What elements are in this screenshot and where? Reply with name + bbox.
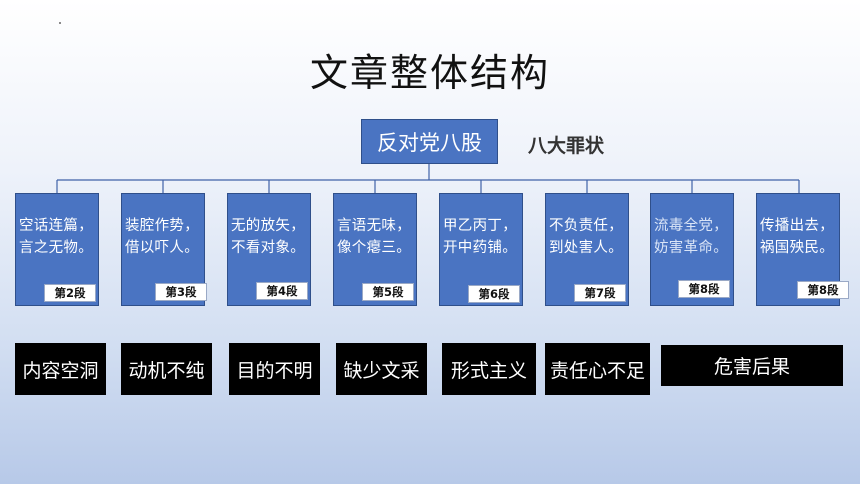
charge-text-line1: 流毒全党， <box>654 218 728 234</box>
charge-text-line1: 传播出去， <box>760 218 834 234</box>
root-node: 反对党八股 <box>361 119 498 164</box>
charge-text-line1: 无的放矢， <box>231 218 305 234</box>
section-badge-8: 第8段 <box>797 281 849 299</box>
charge-text-line2: 像个瘪三。 <box>337 240 411 256</box>
category-harmful-consequences: 危害后果 <box>661 345 843 386</box>
section-badge-4: 第5段 <box>362 283 414 301</box>
section-badge-7: 第8段 <box>678 280 730 298</box>
charge-text-line2: 祸国殃民。 <box>760 240 834 256</box>
charge-text-line1: 甲乙丙丁， <box>443 218 517 234</box>
charge-text-line2: 言之无物。 <box>19 240 93 256</box>
section-badge-1: 第2段 <box>44 284 96 302</box>
category-content-empty: 内容空洞 <box>15 343 106 395</box>
section-badge-6: 第7段 <box>574 284 626 302</box>
charge-text-line1: 言语无味， <box>337 218 411 234</box>
charge-text-line2: 到处害人。 <box>549 240 623 256</box>
category-irresponsibility: 责任心不足 <box>545 343 650 395</box>
charge-text-line1: 不负责任， <box>549 218 623 234</box>
category-impure-motive: 动机不纯 <box>121 343 212 395</box>
charge-text-line2: 不看对象。 <box>231 240 305 256</box>
section-badge-2: 第3段 <box>155 283 207 301</box>
charge-text-line2: 妨害革命。 <box>654 240 728 256</box>
category-unclear-purpose: 目的不明 <box>229 343 320 395</box>
section-badge-5: 第6段 <box>468 285 520 303</box>
charge-text-line1: 装腔作势， <box>125 218 199 234</box>
side-label: 八大罪状 <box>528 135 605 157</box>
category-formalism: 形式主义 <box>442 343 536 395</box>
page-title: 文章整体结构 <box>309 51 550 95</box>
charge-text-line2: 借以吓人。 <box>125 240 199 256</box>
charge-text-line1: 空话连篇， <box>19 218 93 234</box>
charge-text-line2: 开中药铺。 <box>443 240 517 256</box>
category-lack-of-style: 缺少文采 <box>336 343 427 395</box>
decorative-dot <box>59 22 61 24</box>
section-badge-3: 第4段 <box>256 282 308 300</box>
